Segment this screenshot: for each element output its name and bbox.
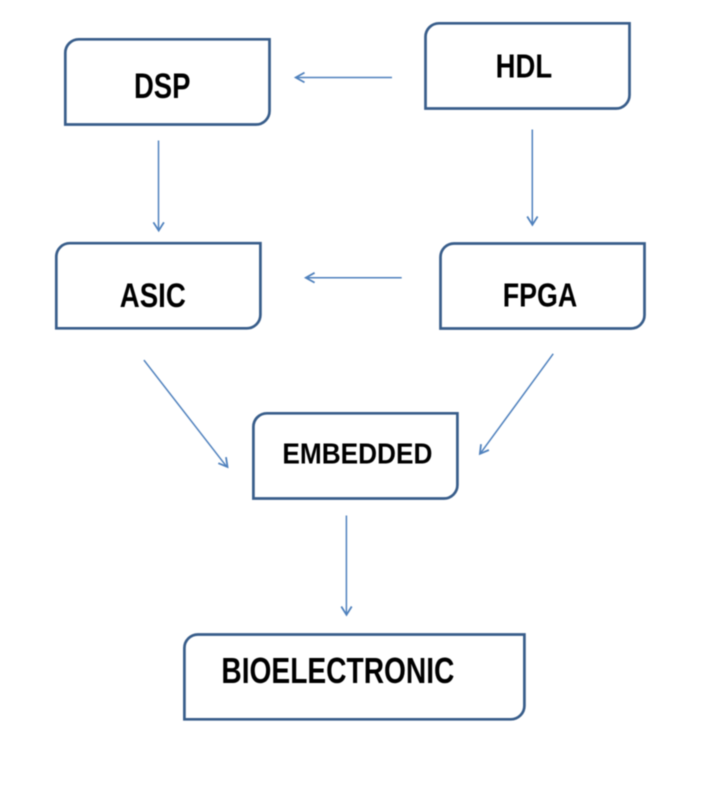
svg-text:DSP: DSP bbox=[134, 67, 191, 106]
svg-text:FPGA: FPGA bbox=[503, 277, 578, 314]
svg-text:BIOELECTRONIC: BIOELECTRONIC bbox=[221, 650, 454, 691]
svg-text:EMBEDDED: EMBEDDED bbox=[282, 439, 432, 471]
svg-text:HDL: HDL bbox=[496, 49, 553, 86]
svg-text:ASIC: ASIC bbox=[120, 277, 186, 315]
